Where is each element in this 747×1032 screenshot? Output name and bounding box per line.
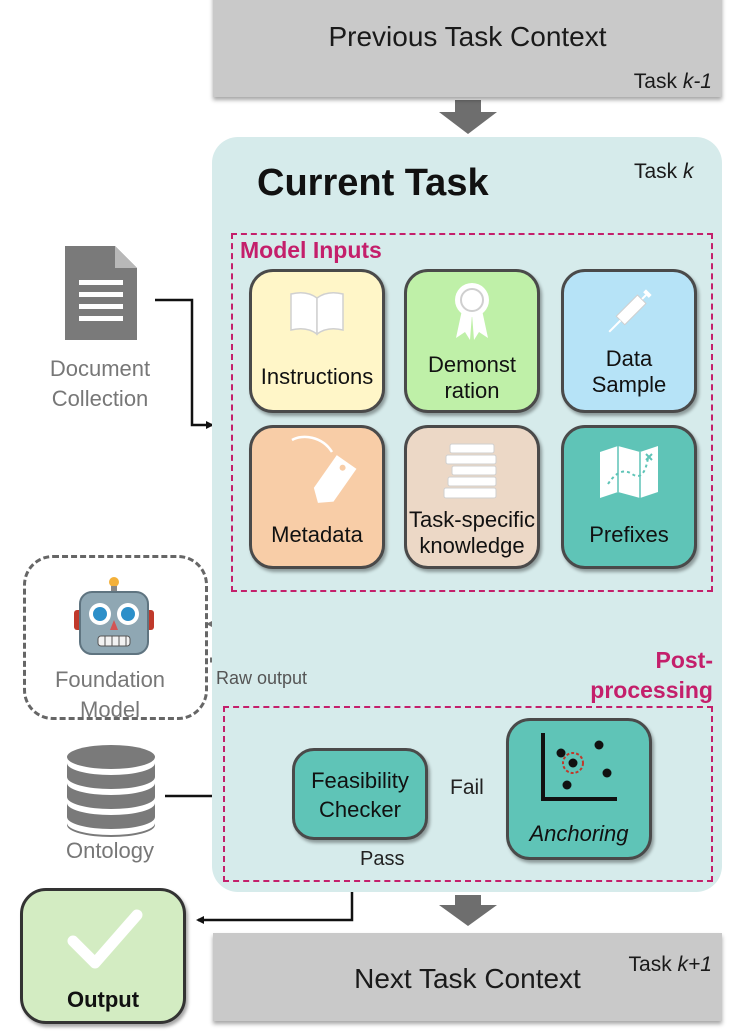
anchoring-label: Anchoring [529,821,629,846]
input-card-instructions: Instructions [249,269,385,413]
map-icon [564,444,694,500]
anchoring-box: Anchoring [506,718,652,860]
input-card-label: Demonst ration [427,352,517,403]
fail-label: Fail [450,776,484,799]
current-task-title: Current Task [257,162,489,204]
robot-icon [72,576,156,665]
input-card-task-specific-knowledge: Task-specific knowledge [404,425,540,569]
pass-label: Pass [360,848,405,870]
input-card-label: Task-specific knowledge [409,507,535,558]
syringe-icon [564,282,694,342]
post-processing-box [223,706,713,882]
post-processing-title: Post- processing [590,647,713,703]
arrow-current-to-next [439,895,497,926]
input-card-demonstration: Demonst ration [404,269,540,413]
checkmark-icon [67,907,143,976]
award-ribbon-icon [407,280,537,342]
model-inputs-title: Model Inputs [240,237,382,263]
input-card-label: Data Sample [591,346,667,397]
raw-output-label: Raw output [216,668,308,688]
input-card-label: Instructions [260,364,374,389]
book-icon [252,286,382,336]
output-box: Output [20,888,186,1024]
document-collection-label: Document Collection [49,356,151,411]
foundation-model-box [23,555,208,720]
foundation-model-label: Foundation Model [54,667,166,722]
input-card-prefixes: Prefixes [561,425,697,569]
input-card-metadata: Metadata [249,425,385,569]
input-card-data-sample: Data Sample [561,269,697,413]
books-stack-icon [407,442,537,500]
database-icon [65,745,157,842]
feasibility-checker: Feasibility Checker [292,748,428,840]
current-task-tag: Task k [634,160,694,183]
next-task-tag: Task k+1 [628,953,712,976]
arrow-prev-to-current [439,100,497,134]
next-task-title: Next Task Context [354,963,581,994]
next-task-context: Next Task Context Task k+1 [213,933,722,1021]
model-inputs-box [231,233,713,592]
output-label: Output [66,987,140,1012]
feasibility-checker-label: Feasibility Checker [311,768,409,822]
previous-task-tag: Task k-1 [633,70,712,93]
previous-task-context: Previous Task Context Task k-1 [213,0,722,97]
input-card-label: Prefixes [589,522,669,547]
previous-task-title: Previous Task Context [328,21,607,52]
document-icon [65,246,137,345]
tag-icon [252,432,382,512]
arrow-documents-to-inputs [155,298,214,429]
ontology-label: Ontology [65,838,155,863]
input-card-label: Metadata [271,522,363,547]
scatter-plot-icon [537,733,619,810]
